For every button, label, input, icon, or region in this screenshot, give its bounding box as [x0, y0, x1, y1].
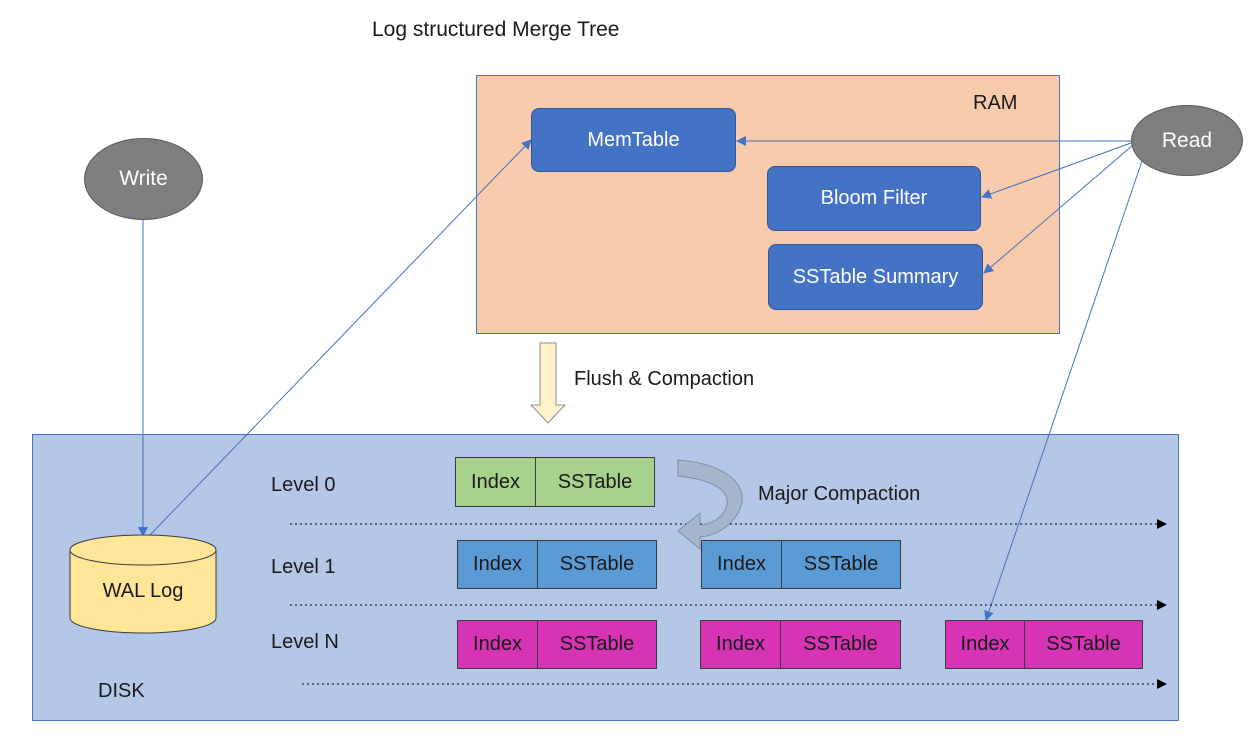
wal-memtable-arrow: [140, 139, 532, 545]
level1-t1-index: Index: [457, 540, 538, 589]
level1-t2-sstable: SSTable: [781, 540, 901, 589]
leveln-t1-index: Index: [457, 620, 538, 669]
flush-block-arrow: [529, 342, 567, 424]
leveln-t2-index: Index: [700, 620, 781, 669]
read-to-leveln-arrow: [984, 157, 1144, 621]
major-compaction-arrow: [677, 459, 743, 551]
level1-t1-sstable: SSTable: [537, 540, 657, 589]
leveln-t3-sstable: SSTable: [1024, 620, 1143, 669]
bloom-filter-box: Bloom Filter: [767, 166, 981, 231]
leveln-label: Level N: [271, 631, 339, 653]
leveln-t2-sstable: SSTable: [780, 620, 901, 669]
leveln-t3-index: Index: [945, 620, 1025, 669]
write-node: Write: [84, 138, 203, 220]
wal-cylinder-top: [69, 534, 217, 566]
level1-label: Level 1: [271, 556, 336, 578]
read-to-bloom-arrow: [981, 142, 1132, 199]
level1-t2-index: Index: [701, 540, 782, 589]
level0-label: Level 0: [271, 474, 336, 496]
diagram-title: Log structured Merge Tree: [372, 18, 620, 41]
memtable-box: MemTable: [531, 108, 736, 172]
read-node: Read: [1131, 105, 1243, 176]
sstable-summary-box: SSTable Summary: [768, 244, 983, 310]
major-compaction-label: Major Compaction: [758, 483, 921, 505]
leveln-t1-sstable: SSTable: [537, 620, 657, 669]
level0-sstable: SSTable: [535, 457, 655, 507]
level0-index: Index: [455, 457, 536, 507]
wal-cylinder: [69, 550, 217, 634]
ram-label: RAM: [973, 92, 1018, 114]
disk-label: DISK: [98, 680, 145, 702]
flush-label: Flush & Compaction: [574, 368, 755, 390]
read-to-summary-arrow: [983, 144, 1134, 274]
wal-label: WAL Log: [102, 579, 184, 602]
